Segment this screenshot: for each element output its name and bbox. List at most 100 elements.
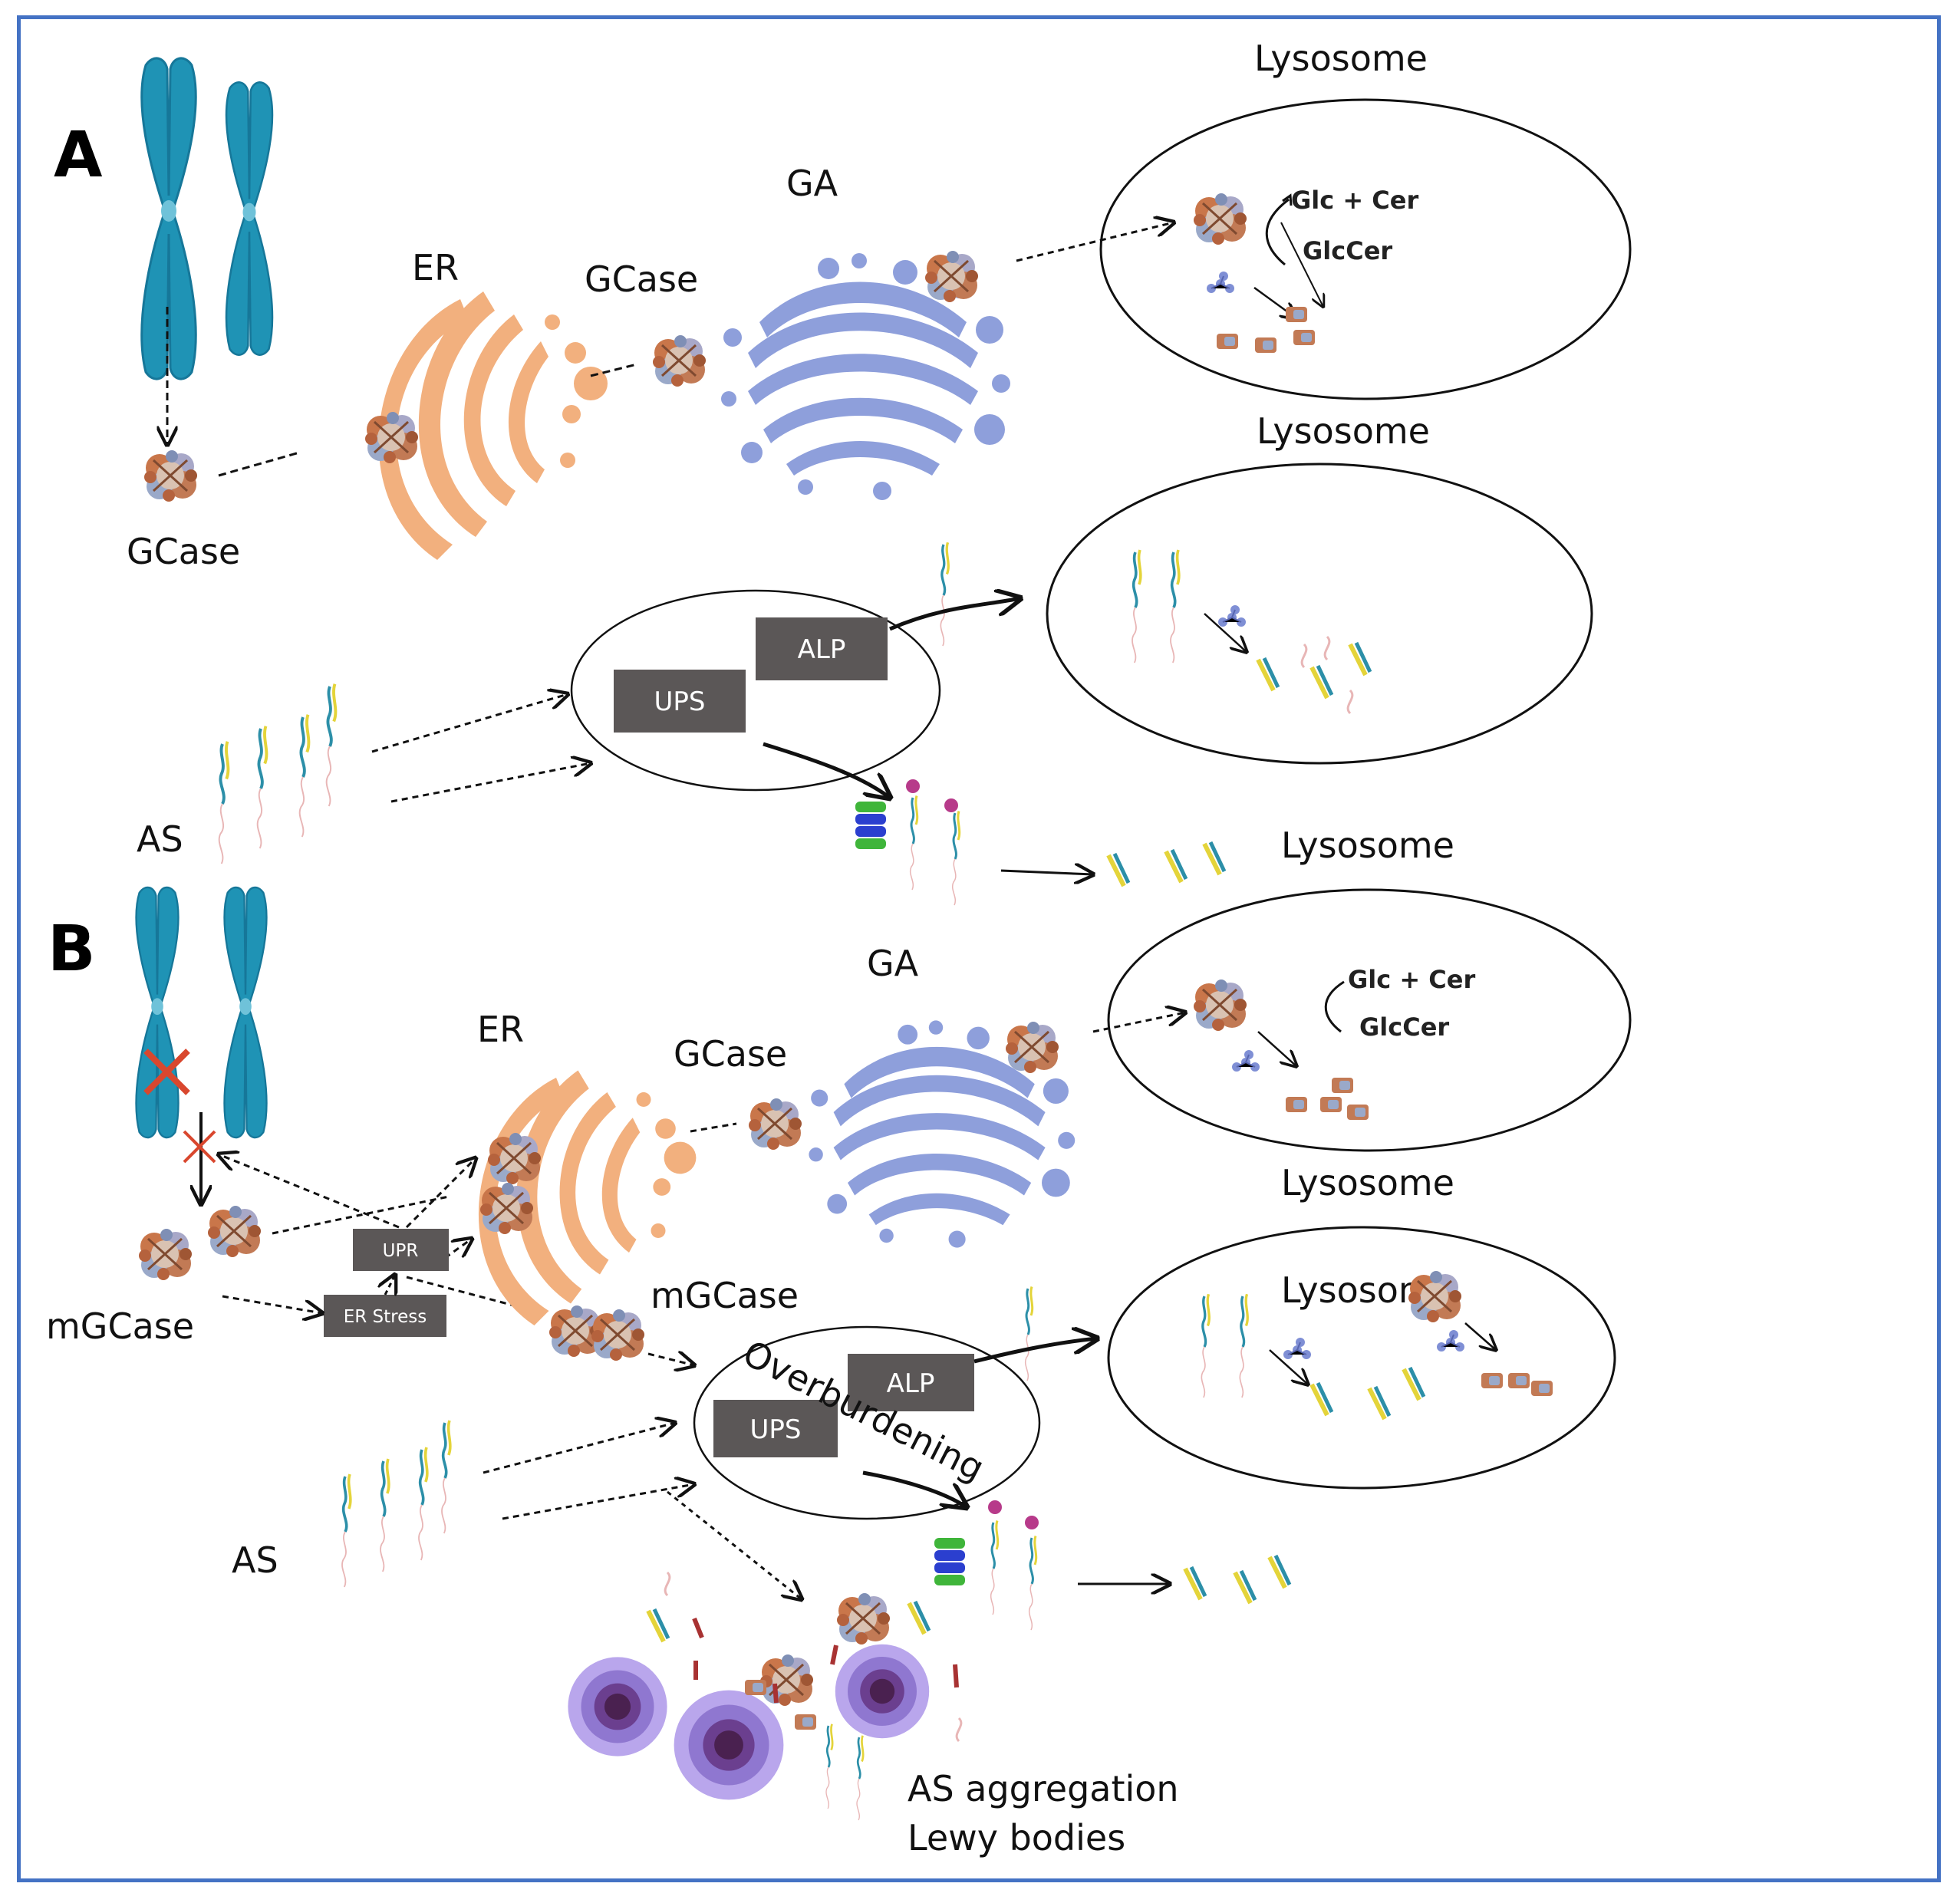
glycan-icon bbox=[1283, 1337, 1312, 1360]
as-label: AS bbox=[137, 818, 183, 860]
glc-cer-text: Glc + Cer bbox=[1291, 186, 1418, 215]
mgcase-label: mGCase bbox=[46, 1305, 194, 1347]
alp-text: ALP bbox=[798, 634, 846, 665]
fragment-icon bbox=[1320, 1097, 1342, 1112]
arrow-as-to-aggregation bbox=[667, 1490, 802, 1599]
synuclein-fragment-icon bbox=[1108, 854, 1128, 886]
synuclein-fragment-icon bbox=[1369, 1387, 1389, 1419]
gcase-label: GCase bbox=[585, 258, 698, 300]
glc-cer-text: Glc + Cer bbox=[1348, 965, 1475, 994]
upr-text: UPR bbox=[383, 1241, 419, 1261]
lysosome-label: Lysosome bbox=[1281, 1162, 1454, 1203]
arrow-degradation bbox=[1464, 1322, 1496, 1350]
mgcase-protein-icon bbox=[137, 1227, 193, 1282]
gcase-label: GCase bbox=[674, 1033, 787, 1075]
lewy-bodies-label: Lewy bodies bbox=[908, 1817, 1125, 1859]
mgcase-protein-icon bbox=[486, 1131, 542, 1186]
lysosome-label: Lysosome bbox=[1281, 825, 1454, 866]
lysosome-organelle bbox=[1046, 463, 1593, 765]
arrow-ga-to-lysosome bbox=[1092, 1012, 1185, 1033]
fragment-icon bbox=[1217, 334, 1238, 349]
chromosome-icon bbox=[135, 886, 180, 1139]
degradation-pathway-ellipse bbox=[693, 1325, 1041, 1520]
alp-text: ALP bbox=[887, 1368, 935, 1399]
gcase-protein-icon bbox=[747, 1097, 803, 1151]
gcase-protein-icon bbox=[1192, 192, 1248, 246]
alpha-synuclein-cluster bbox=[217, 682, 338, 865]
er-stress-text: ER Stress bbox=[344, 1307, 427, 1327]
ubiquitin-icon bbox=[906, 779, 920, 793]
arrow-degradation bbox=[1269, 1349, 1308, 1384]
arrow-alp-to-lysosome bbox=[889, 598, 1020, 631]
arrow-alp-to-lysosome bbox=[973, 1338, 1097, 1364]
lewy-body-cluster bbox=[568, 1644, 930, 1800]
synuclein-fragment-icon bbox=[1235, 1571, 1255, 1603]
dashed-link bbox=[590, 363, 637, 377]
alpha-synuclein-cluster bbox=[341, 1419, 452, 1589]
fragment-icon bbox=[1255, 337, 1276, 353]
lysosome-label: Lysosome bbox=[1257, 410, 1430, 452]
fragment-icon bbox=[1481, 1373, 1503, 1388]
glccer-text: GlcCer bbox=[1359, 1012, 1449, 1042]
synuclein-fragment-icon bbox=[1258, 658, 1278, 690]
lysosome-label: Lysosome bbox=[1254, 38, 1428, 79]
mgcase-protein-icon bbox=[1407, 1269, 1463, 1324]
mgcase-label: mGCase bbox=[651, 1275, 799, 1316]
peptide-fragment bbox=[664, 1571, 963, 1743]
figure-border bbox=[17, 15, 1941, 1882]
arrow-ups-to-proteasome bbox=[862, 1470, 967, 1507]
alpha-synuclein-icon bbox=[909, 795, 919, 891]
alpha-synuclein-icon bbox=[990, 1519, 1000, 1616]
as-label: AS bbox=[232, 1539, 278, 1581]
alpha-synuclein-icon bbox=[951, 810, 961, 907]
gcase-protein-icon bbox=[364, 410, 420, 465]
synuclein-fragment-icon bbox=[1185, 1567, 1205, 1599]
chromosome-icon bbox=[225, 81, 274, 356]
panel-a-label: A bbox=[54, 119, 103, 192]
ups-box bbox=[614, 670, 746, 733]
lysosome-organelle bbox=[1107, 888, 1632, 1152]
mgcase-protein-icon bbox=[835, 1592, 891, 1646]
dashed-link bbox=[218, 451, 300, 477]
arrow-degradation bbox=[1204, 613, 1247, 652]
glycan-icon bbox=[1217, 604, 1247, 627]
blocked-x-icon bbox=[183, 1130, 216, 1164]
arrow-ga-to-lysosome bbox=[1016, 222, 1174, 262]
arrow-as-to-pathway bbox=[502, 1484, 694, 1520]
ubiquitin-icon bbox=[1025, 1516, 1039, 1529]
mgcase-protein-icon bbox=[590, 1308, 646, 1362]
arrow-mgcase-to-er-stress bbox=[222, 1295, 322, 1313]
mgcase-protein-icon bbox=[479, 1181, 535, 1236]
arrow-er-stress-to-upr bbox=[385, 1275, 395, 1295]
er-label: ER bbox=[412, 247, 459, 288]
fragment-icon bbox=[1347, 1105, 1369, 1120]
dashed-link bbox=[272, 1195, 450, 1235]
synuclein-fragment-icon bbox=[909, 1602, 929, 1634]
fragment-icon bbox=[745, 1680, 766, 1695]
reaction-arrow bbox=[1265, 198, 1290, 266]
fragment-icon bbox=[1293, 330, 1315, 345]
gcase-label: GCase bbox=[127, 531, 240, 572]
synuclein-fragment-icon bbox=[1350, 643, 1370, 675]
lysosome-organelle bbox=[1107, 1226, 1616, 1490]
chromosome-icon bbox=[223, 886, 268, 1139]
synuclein-fragment-icon bbox=[1270, 1556, 1290, 1588]
fragment-icon bbox=[795, 1714, 816, 1730]
ubiquitin-icon bbox=[988, 1500, 1002, 1514]
gcase-protein-icon bbox=[1004, 1020, 1060, 1075]
alpha-synuclein-icon bbox=[1024, 1286, 1034, 1382]
alpha-synuclein-icon bbox=[939, 541, 950, 647]
lysosome-organelle bbox=[1099, 98, 1632, 400]
upr-box bbox=[353, 1229, 449, 1271]
alpha-synuclein-icon bbox=[855, 1734, 865, 1822]
arrow-upr-to-er bbox=[405, 1158, 476, 1229]
alp-box bbox=[756, 617, 888, 680]
synuclein-fragment-icon bbox=[648, 1609, 668, 1641]
arrow-upr-feedback bbox=[219, 1154, 400, 1229]
glycan-icon bbox=[1231, 1049, 1260, 1072]
synuclein-fragment-icon bbox=[1204, 842, 1224, 874]
ups-text: UPS bbox=[750, 1414, 802, 1445]
fragment-icon bbox=[1286, 307, 1307, 322]
fragment-icon bbox=[1531, 1381, 1553, 1396]
